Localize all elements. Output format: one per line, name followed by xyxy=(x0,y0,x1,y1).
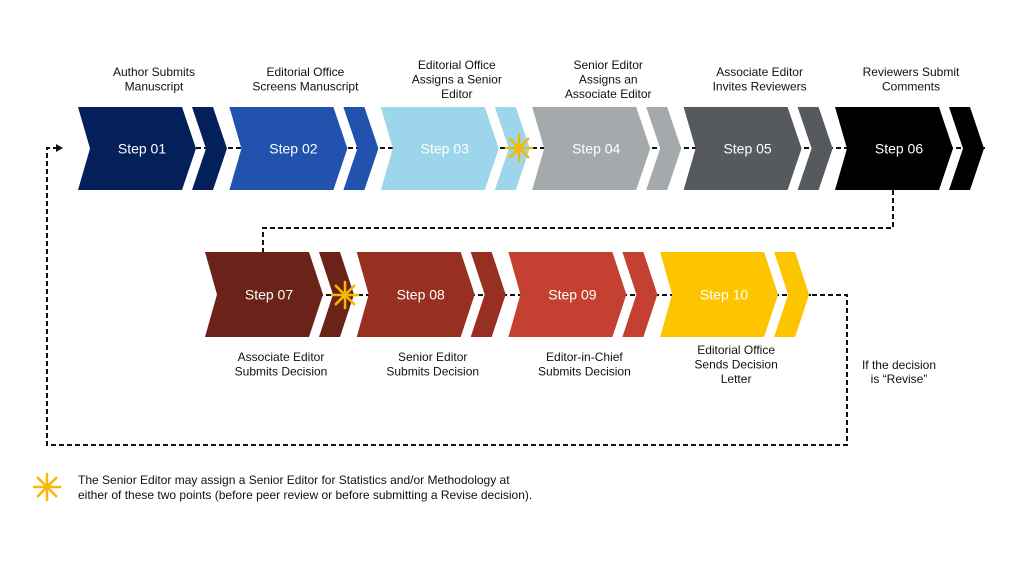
step-chevron xyxy=(229,107,348,190)
step-caption-line: Senior Editor xyxy=(574,58,643,72)
step-caption-line: Assigns an xyxy=(579,73,638,87)
revise-loop-line xyxy=(46,147,848,446)
step-caption-line: Associate Editor xyxy=(565,87,652,101)
step-small-chevron xyxy=(622,252,658,337)
step-label: Step 05 xyxy=(723,141,771,157)
step-chevron xyxy=(660,252,779,337)
step-caption-line: Associate Editor xyxy=(238,350,325,364)
step-caption-line: Editor xyxy=(441,87,472,101)
revise-note-line: is “Revise” xyxy=(871,372,928,386)
stars xyxy=(330,133,534,310)
step-label: Step 06 xyxy=(875,141,923,157)
step-small-chevron xyxy=(343,107,379,190)
row-transition-line xyxy=(262,190,894,252)
step-small-chevron xyxy=(797,107,833,190)
asterisk-star-icon xyxy=(330,280,360,310)
step-caption-line: Sends Decision xyxy=(694,358,777,372)
step-chevron xyxy=(683,107,802,190)
step-label: Step 03 xyxy=(421,141,469,157)
step-label: Step 10 xyxy=(700,287,748,303)
step-label: Step 01 xyxy=(118,141,166,157)
step-caption-line: Author Submits xyxy=(113,65,195,79)
step-chevron xyxy=(205,252,323,337)
step-caption-line: Screens Manuscript xyxy=(252,80,359,94)
step-caption-line: Submits Decision xyxy=(386,365,479,379)
step-caption-line: Letter xyxy=(721,372,752,386)
step-caption-line: Comments xyxy=(882,80,940,94)
step-label: Step 07 xyxy=(245,287,293,303)
step-caption-line: Manuscript xyxy=(125,80,184,94)
step-caption-line: Submits Decision xyxy=(235,365,328,379)
step-chevron xyxy=(78,107,196,190)
legend-text-line: The Senior Editor may assign a Senior Ed… xyxy=(78,473,510,487)
step-chevron xyxy=(380,107,499,190)
step-caption-line: Editorial Office xyxy=(266,65,344,79)
step-caption-line: Editorial Office xyxy=(418,58,496,72)
legend: The Senior Editor may assign a Senior Ed… xyxy=(32,472,532,502)
step-chevron xyxy=(356,252,475,337)
star-ray xyxy=(508,137,530,159)
asterisk-star-icon xyxy=(504,133,534,163)
step-chevron xyxy=(532,107,651,190)
step-caption-line: Assigns a Senior xyxy=(412,73,502,87)
legend-text-line: either of these two points (before peer … xyxy=(78,488,532,502)
step-label: Step 02 xyxy=(269,141,317,157)
step-caption-line: Associate Editor xyxy=(716,65,803,79)
step-label: Step 09 xyxy=(548,287,596,303)
step-caption-line: Editorial Office xyxy=(697,343,775,357)
step-small-chevron xyxy=(774,252,810,337)
step-chevron xyxy=(835,107,953,190)
star-ray xyxy=(36,476,58,498)
star-ray xyxy=(334,284,356,306)
revise-note: If the decision is “Revise” xyxy=(862,358,936,386)
step-caption-line: Editor-in-Chief xyxy=(546,350,623,364)
step-chevron xyxy=(508,252,627,337)
step-caption-line: Invites Reviewers xyxy=(713,80,807,94)
step-caption-line: Reviewers Submit xyxy=(863,65,960,79)
step-small-chevron xyxy=(646,107,682,190)
step-caption-line: Senior Editor xyxy=(398,350,467,364)
step-label: Step 04 xyxy=(572,141,620,157)
step-small-chevron xyxy=(192,107,227,190)
step-label: Step 08 xyxy=(397,287,445,303)
revise-note-line: If the decision xyxy=(862,358,936,372)
step-small-chevron xyxy=(949,107,984,190)
asterisk-star-icon xyxy=(32,472,62,502)
step-caption-line: Submits Decision xyxy=(538,365,631,379)
step-small-chevron xyxy=(470,252,506,337)
loop-arrowhead-icon xyxy=(56,144,63,152)
